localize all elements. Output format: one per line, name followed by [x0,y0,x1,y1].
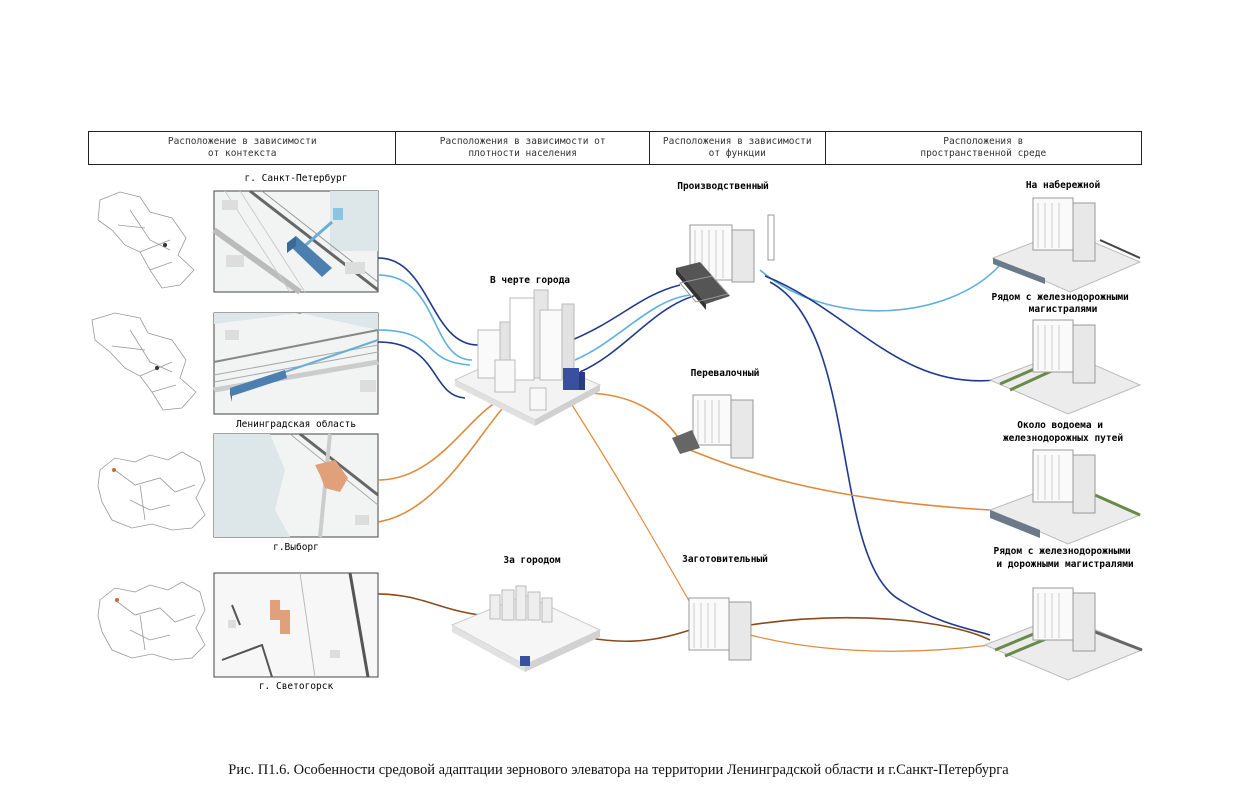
spatial-water-rail-illustration [988,449,1142,545]
label-spb: г. Санкт-Петербург [245,173,348,184]
label-procurement: Заготовительный [682,554,768,565]
label-rail-road: Рядом с железнодорожными и дорожными маг… [993,546,1136,570]
spatial-embankment-illustration [991,197,1142,293]
label-svetogorsk: г. Светогорск [259,681,334,692]
connector-lines [377,257,1001,652]
city-block-illustration [453,289,602,426]
label-water-rail: Около водоема и железнодорожных путей [1003,420,1123,444]
production-illustration [676,214,775,310]
label-embankment: На набережной [1026,180,1101,191]
label-railway-line2: магистралями [1029,304,1098,315]
label-water-rail-line2: железнодорожных путей [1003,433,1123,444]
context-panel-spb [212,189,379,295]
label-rail-road-line2: и дорожными магистралями [996,559,1134,570]
region-map-1 [97,191,195,289]
label-outside: За городом [503,555,560,566]
label-railway: Рядом с железнодорожными магистралями [991,292,1134,315]
label-railway-line1: Рядом с железнодорожными [991,292,1129,303]
outside-city-illustration [450,585,602,672]
context-panel-vyborg [213,432,379,538]
label-vyborg: г.Выборг [273,542,319,553]
header-density: Расположения в зависимости от плотности … [396,132,650,164]
spatial-railway-illustration [988,319,1142,415]
region-map-3 [97,451,206,531]
label-water-rail-line1: Около водоема и [1017,420,1103,431]
context-panel-lenobl [213,312,379,415]
header-spatial: Расположения в пространственной среде [920,136,1047,159]
procurement-illustration [688,597,752,661]
context-panel-svetogorsk [213,572,379,678]
label-rail-road-line1: Рядом с железнодорожными [993,546,1131,557]
figure-caption: Рис. П1.6. Особенности средовой адаптаци… [228,762,1009,778]
region-map-2 [91,312,197,411]
label-transshipment: Перевалочный [691,368,760,379]
region-map-4 [97,581,206,661]
label-lenobl: Ленинградская область [236,419,356,430]
header-context: Расположение в зависимости от контекста [89,132,397,164]
label-city: В черте города [490,275,570,286]
spatial-rail-road-illustration [983,587,1144,681]
transshipment-illustration [672,394,754,459]
header-table: Расположение в зависимости от контекста … [88,131,1142,165]
header-function: Расположения в зависимости от функции [650,132,826,164]
label-production: Производственный [677,181,769,192]
